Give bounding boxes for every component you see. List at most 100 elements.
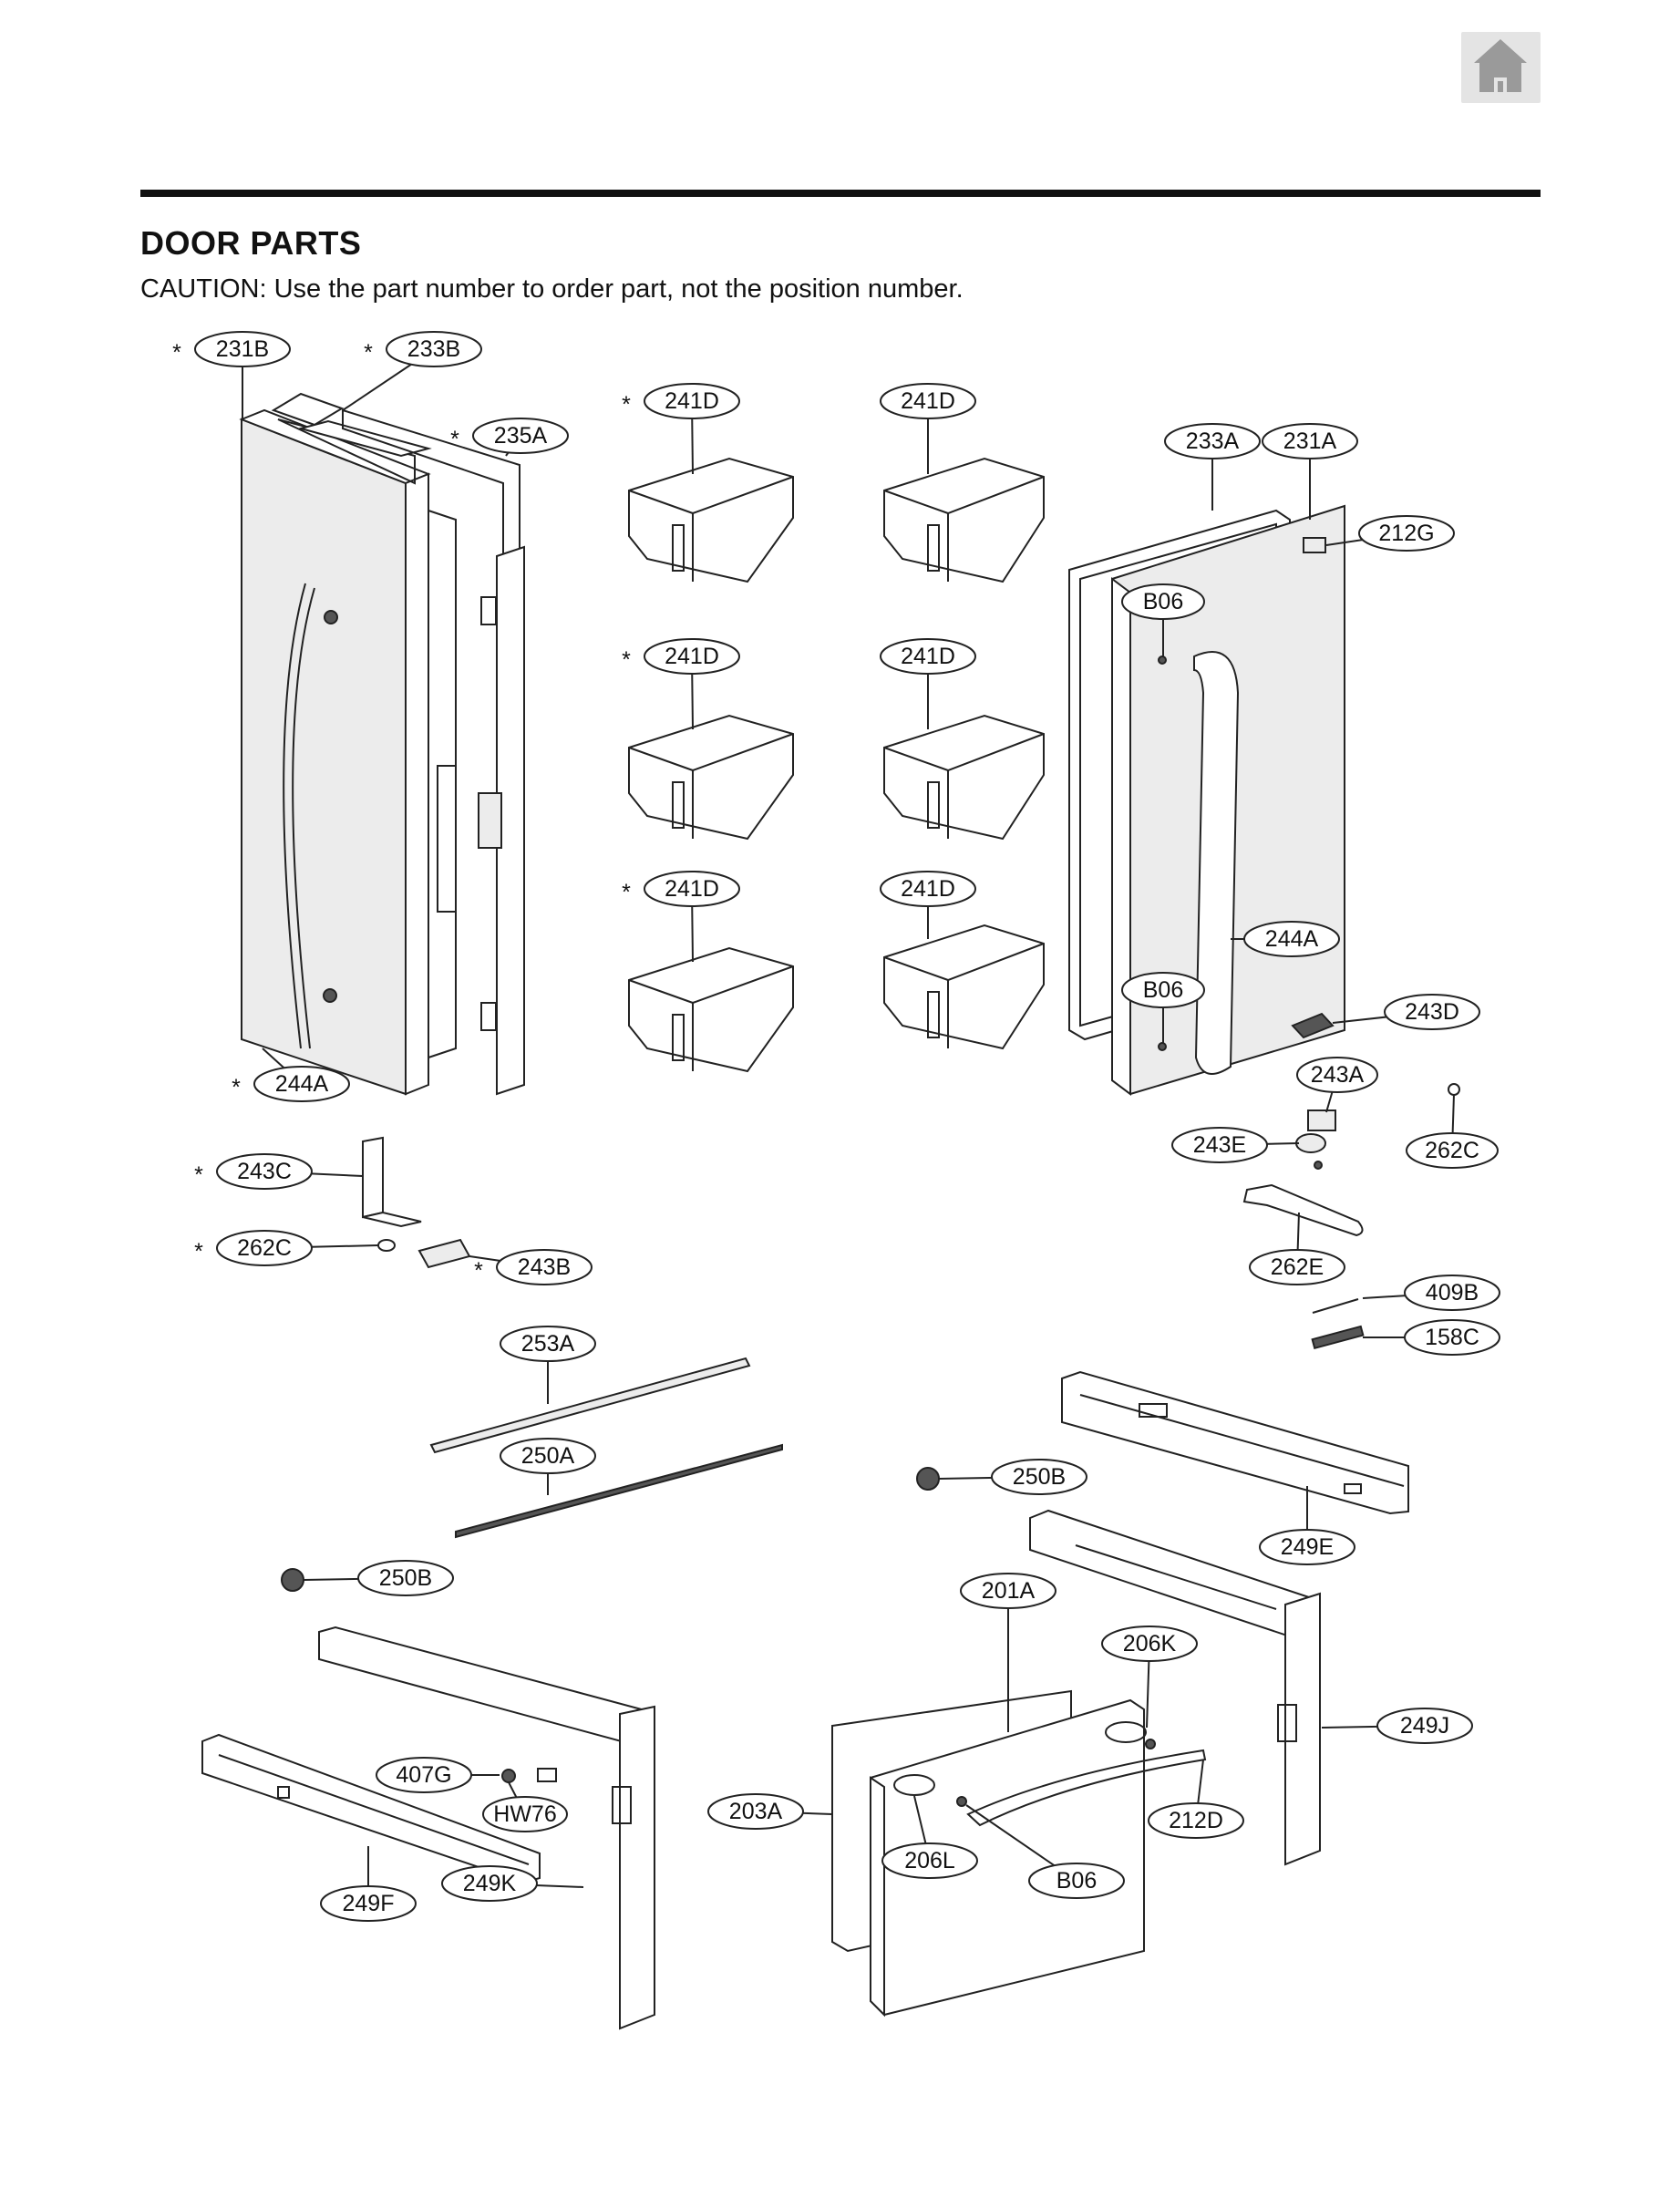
callout-label: 250A <box>521 1443 575 1469</box>
callout-231a: 231A <box>1262 423 1358 459</box>
door-bin <box>628 946 794 1073</box>
callout-235a: 235A * <box>450 418 569 454</box>
callout-label: 158C <box>1425 1325 1479 1350</box>
callout-243b: 243B* <box>474 1249 593 1285</box>
callout-label: B06 <box>1056 1868 1097 1894</box>
callout-243d: 243D <box>1384 994 1480 1030</box>
callout-label: 409B <box>1426 1280 1479 1306</box>
callout-label: 206L <box>904 1848 955 1873</box>
callout-label: 231A <box>1283 428 1337 454</box>
callout-label: B06 <box>1143 977 1183 1003</box>
callout-label: 249E <box>1281 1534 1334 1560</box>
callout-243c: 243C* <box>194 1153 313 1190</box>
door-bin <box>628 457 794 583</box>
callout-label: 241D <box>901 876 955 902</box>
callout-label: 241D <box>665 388 719 414</box>
home-icon <box>1474 39 1527 92</box>
callout-label: 262C <box>1425 1138 1479 1163</box>
door-bin <box>883 924 1045 1050</box>
right-door-assembly <box>1068 504 1345 1096</box>
drawer-left-rail <box>201 1733 541 1884</box>
callout-250b: 250B <box>357 1560 454 1596</box>
callout-249f: 249F <box>320 1885 417 1922</box>
callout-label: 249K <box>463 1871 517 1896</box>
callout-262c: 262C <box>1406 1132 1499 1169</box>
callout-241d: 241D <box>880 871 976 907</box>
callout-203a: 203A <box>707 1793 804 1830</box>
drawer-right-bracket <box>1029 1509 1321 1866</box>
hinge-parts-right <box>1242 1012 1460 1350</box>
callout-231b: 231B* <box>172 331 291 367</box>
callout-label: 243B <box>518 1254 571 1280</box>
callout-244a: 244A* <box>232 1066 350 1102</box>
asterisk-marker: * <box>622 647 631 673</box>
callout-407g: 407G <box>376 1757 472 1793</box>
callout-241d: 241D <box>880 638 976 675</box>
callout-249e: 249E <box>1259 1529 1355 1565</box>
right-slide-rail <box>1061 1370 1409 1515</box>
callout-212g: 212G <box>1358 515 1455 552</box>
callout-250b: 250B <box>991 1459 1087 1495</box>
callout-241d: 241D <box>880 383 976 419</box>
callout-250a: 250A <box>500 1438 596 1474</box>
door-bin <box>883 457 1045 583</box>
callout-label: 241D <box>665 644 719 669</box>
callout-206l: 206L <box>881 1842 978 1879</box>
callout-label: 262C <box>237 1235 292 1261</box>
callout-label: 201A <box>982 1578 1036 1604</box>
callout-244a: 244A <box>1243 921 1340 957</box>
asterisk-marker: * <box>622 392 631 418</box>
callout-249j: 249J <box>1376 1708 1473 1744</box>
callout-hw76: HW76 <box>482 1796 568 1832</box>
callout-label: 249J <box>1400 1713 1449 1739</box>
callout-label: 244A <box>275 1071 329 1097</box>
page-title: DOOR PARTS <box>140 224 362 262</box>
callout-241d: 241D * <box>622 638 740 675</box>
callout-label: 206K <box>1123 1631 1177 1656</box>
callout-b06: B06 <box>1121 583 1205 620</box>
drawer-left-bracket <box>318 1626 655 2030</box>
callout-label: 249F <box>343 1891 395 1916</box>
callout-label: 243C <box>237 1159 292 1184</box>
callout-label: 203A <box>729 1799 783 1824</box>
callout-label: 250B <box>1013 1464 1066 1490</box>
callout-label: 231B <box>216 336 269 362</box>
drawer-rails <box>281 1357 940 1592</box>
callout-233b: 233B* <box>364 331 482 367</box>
callout-206k: 206K <box>1101 1626 1198 1662</box>
callout-label: 407G <box>396 1762 451 1788</box>
callout-label: 243D <box>1405 999 1459 1025</box>
callout-label: 262E <box>1271 1254 1324 1280</box>
callout-262e: 262E <box>1249 1249 1345 1285</box>
left-door-assembly <box>239 392 457 1096</box>
callout-409b: 409B <box>1404 1275 1500 1311</box>
header-rule <box>140 190 1541 197</box>
callout-label: 241D <box>901 388 955 414</box>
callout-233a: 233A <box>1164 423 1261 459</box>
callout-label: 212G <box>1378 521 1434 546</box>
callout-label: 244A <box>1265 926 1319 952</box>
door-bins <box>628 457 1045 1073</box>
door-bin <box>628 714 794 841</box>
callout-label: 233A <box>1186 428 1240 454</box>
caution-note: CAUTION: Use the part number to order pa… <box>140 274 964 304</box>
asterisk-marker: * <box>194 1239 203 1264</box>
callout-b06: B06 <box>1028 1863 1125 1899</box>
callout-158c: 158C <box>1404 1319 1500 1356</box>
drawer-front <box>831 1689 1207 2018</box>
callout-241d: 241D * <box>622 871 740 907</box>
callout-label: B06 <box>1143 589 1183 614</box>
callout-labels: 231B*233B*235A*241D*241D241D*241D241D*24… <box>172 331 1500 1922</box>
callout-label: 235A <box>494 423 548 449</box>
asterisk-marker: * <box>364 340 373 366</box>
callout-label: 253A <box>521 1331 575 1357</box>
asterisk-marker: * <box>450 427 459 452</box>
callout-241d: 241D * <box>622 383 740 419</box>
callout-201a: 201A <box>960 1573 1056 1609</box>
home-button[interactable] <box>1461 32 1541 103</box>
asterisk-marker: * <box>622 880 631 905</box>
callout-212d: 212D <box>1148 1802 1244 1839</box>
left-door-gasket <box>342 408 525 1096</box>
callout-label: 241D <box>665 876 719 902</box>
callout-label: 241D <box>901 644 955 669</box>
